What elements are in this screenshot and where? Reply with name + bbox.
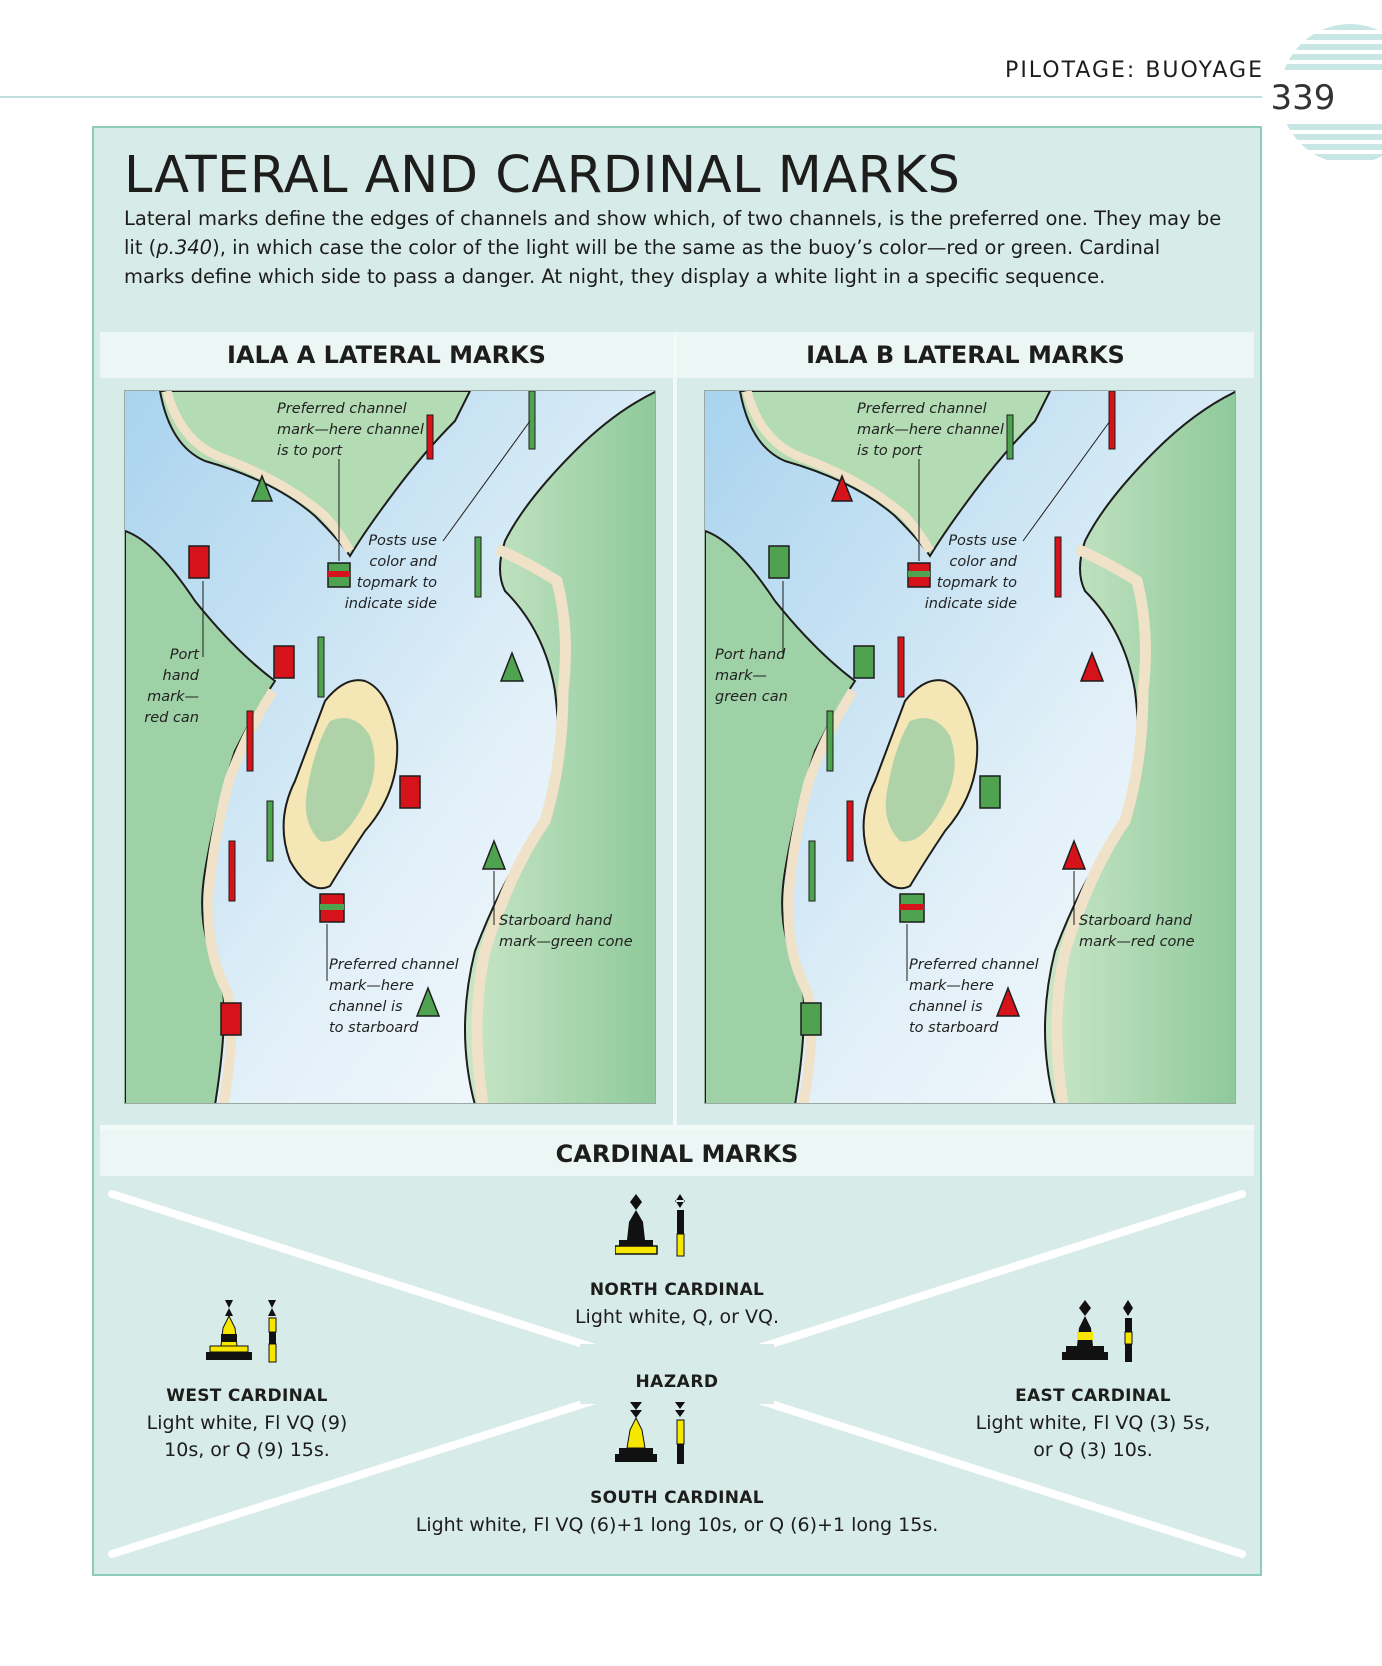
south-cardinal-desc: Light white, Fl VQ (6)+1 long 10s, or Q … <box>415 1514 939 1536</box>
north-cardinal-buoy-icon <box>615 1194 685 1257</box>
hazard-label: HAZARD <box>635 1372 719 1392</box>
page-title: LATERAL AND CARDINAL MARKS <box>124 146 961 205</box>
red-can-buoy <box>273 645 295 679</box>
intro-text-1: Lateral marks define the edges of channe… <box>124 207 1222 259</box>
intro-text-2: ), in which case the color of the light … <box>124 236 1161 288</box>
green-cone-buoy <box>481 838 507 870</box>
running-head: PILOTAGE: BUOYAGE <box>1005 58 1264 83</box>
callout-preferred-port: Preferred channel mark—here channel is t… <box>277 401 424 459</box>
callout-posts: Posts use color and topmark to indicate … <box>924 533 1017 612</box>
red-can-buoy <box>399 775 421 809</box>
east-cardinal-desc: Light white, Fl VQ (3) 5s, or Q (3) 10s. <box>975 1412 1211 1461</box>
page-number: 339 <box>1262 77 1344 119</box>
west-cardinal-desc: Light white, Fl VQ (9) 10s, or Q (9) 15s… <box>146 1412 348 1461</box>
callout-port-hand: Port hand mark— red can <box>144 647 199 726</box>
intro-paragraph: Lateral marks define the edges of channe… <box>124 204 1224 291</box>
red-can-buoy <box>188 545 210 579</box>
green-cone-buoy <box>499 650 525 682</box>
preferred-channel-buoy-green <box>327 562 351 588</box>
west-cardinal: WEST CARDINAL Light white, Fl VQ (9) 10s… <box>132 1386 362 1464</box>
page-header: PILOTAGE: BUOYAGE 339 <box>0 0 1382 180</box>
green-can-buoy <box>768 545 790 579</box>
callout-starboard-hand: Starboard hand mark—red cone <box>1079 913 1195 950</box>
preferred-channel-buoy-red <box>319 893 345 923</box>
west-cardinal-buoy-icon <box>206 1300 277 1363</box>
green-can-buoy <box>800 1002 822 1036</box>
preferred-channel-buoy-red <box>907 562 931 588</box>
west-cardinal-title: WEST CARDINAL <box>166 1386 328 1406</box>
cardinal-cross-lines <box>108 1190 1246 1558</box>
east-cardinal-buoy-icon <box>1062 1300 1133 1362</box>
north-cardinal-desc: Light white, Q, or VQ. <box>574 1306 780 1328</box>
green-can-buoy <box>853 645 875 679</box>
north-cardinal-title: NORTH CARDINAL <box>589 1280 765 1300</box>
red-cone-buoy <box>1061 838 1087 870</box>
iala-b-heading: IALA B LATERAL MARKS <box>677 332 1254 378</box>
iala-b-chart: Preferred channel mark—here channel is t… <box>704 390 1236 1104</box>
red-can-buoy <box>220 1002 242 1036</box>
green-cone-buoy <box>415 985 441 1017</box>
iala-a-heading: IALA A LATERAL MARKS <box>100 332 673 378</box>
iala-a-chart: Preferred channel mark—here channel is t… <box>124 390 656 1104</box>
cardinal-heading: CARDINAL MARKS <box>100 1130 1254 1176</box>
cardinal-marks-diagram: NORTH CARDINAL Light white, Q, or VQ. WE… <box>100 1176 1254 1572</box>
iala-b-chart-illustration <box>705 391 1235 1103</box>
east-cardinal-title: EAST CARDINAL <box>1015 1386 1171 1406</box>
callout-port-hand: Port hand mark— green can <box>715 647 788 705</box>
preferred-channel-buoy-green <box>899 893 925 923</box>
column-divider <box>673 332 677 1130</box>
south-cardinal-buoy-icon <box>615 1402 685 1464</box>
iala-a-chart-illustration <box>125 391 655 1103</box>
north-cardinal: NORTH CARDINAL Light white, Q, or VQ. <box>527 1280 827 1331</box>
callout-preferred-starboard: Preferred channel mark—here channel is t… <box>909 957 1039 1036</box>
south-cardinal: SOUTH CARDINAL Light white, Fl VQ (6)+1 … <box>377 1488 977 1539</box>
section-divider <box>100 1125 1254 1130</box>
red-cone-buoy <box>830 473 854 502</box>
east-cardinal: EAST CARDINAL Light white, Fl VQ (3) 5s,… <box>968 1386 1218 1464</box>
header-rule <box>0 96 1270 98</box>
red-cone-buoy <box>1079 650 1105 682</box>
callout-posts: Posts use color and topmark to indicate … <box>344 533 437 612</box>
green-cone-buoy <box>250 473 274 502</box>
callout-preferred-port: Preferred channel mark—here channel is t… <box>857 401 1004 459</box>
intro-page-ref: p.340 <box>156 236 213 259</box>
red-cone-buoy <box>995 985 1021 1017</box>
green-can-buoy <box>979 775 1001 809</box>
callout-starboard-hand: Starboard hand mark—green cone <box>499 913 633 950</box>
south-cardinal-title: SOUTH CARDINAL <box>590 1488 764 1508</box>
callout-preferred-starboard: Preferred channel mark—here channel is t… <box>329 957 459 1036</box>
content-panel: LATERAL AND CARDINAL MARKS Lateral marks… <box>92 126 1262 1576</box>
